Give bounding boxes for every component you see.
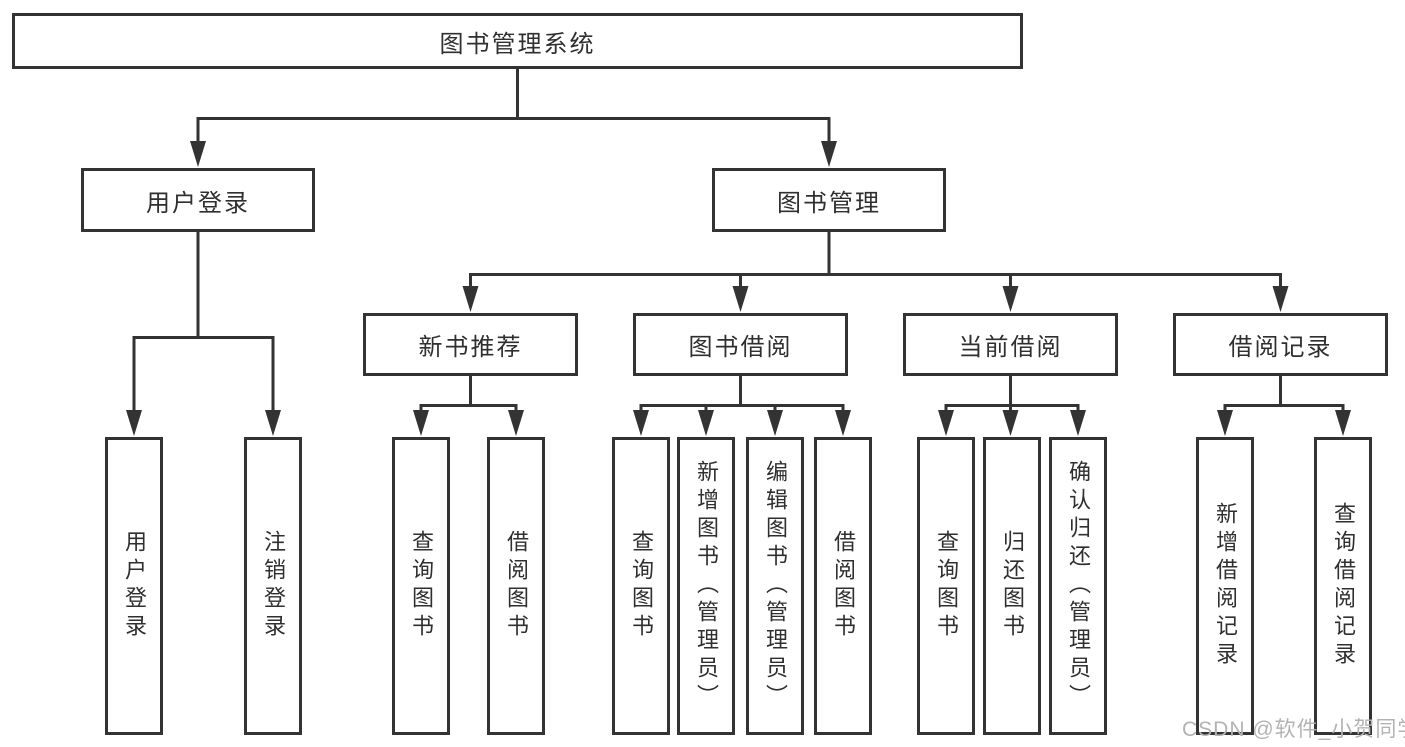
connector-arrowhead: [1002, 410, 1019, 436]
leaf-add-books-admin: 新增图书（管理员）: [677, 437, 735, 735]
connector-arrowhead: [698, 410, 714, 436]
connector: [1223, 404, 1345, 412]
node-user-login: 用户登录: [81, 168, 315, 232]
connector-arrowhead: [835, 410, 851, 436]
leaf-logout: 注销登录: [244, 437, 302, 735]
connector-arrowhead: [1070, 410, 1086, 436]
connector: [639, 404, 845, 412]
leaf-user-login: 用户登录: [105, 437, 163, 735]
connector-arrowhead: [821, 141, 837, 167]
connector-arrowhead: [126, 410, 142, 436]
node-borrow-records: 借阅记录: [1173, 313, 1388, 376]
leaf-add-borrow-record: 新增借阅记录: [1196, 437, 1254, 735]
connector-arrowhead: [265, 410, 281, 436]
connector-arrowhead: [732, 286, 749, 312]
connector: [132, 336, 275, 412]
connector-arrowhead: [1272, 286, 1289, 312]
node-current-borrowing: 当前借阅: [903, 313, 1118, 376]
csdn-watermark: CSDN @软件_小贺同学: [1182, 718, 1405, 741]
leaf-borrow-books-recommend: 借阅图书: [487, 437, 545, 735]
connector-arrowhead: [508, 410, 524, 436]
connector-arrowhead: [190, 141, 206, 167]
node-book-borrowing: 图书借阅: [633, 313, 848, 376]
leaf-query-books-current: 查询图书: [917, 437, 975, 735]
connector: [944, 404, 1080, 412]
leaf-query-books-borrowing: 查询图书: [612, 437, 670, 735]
connector: [419, 404, 518, 412]
node-new-book-recommend: 新书推荐: [363, 313, 578, 376]
connector: [469, 273, 1282, 288]
connector-arrowhead: [462, 286, 479, 312]
leaf-confirm-return-admin: 确认归还（管理员）: [1049, 437, 1107, 735]
node-book-management: 图书管理: [712, 168, 946, 232]
leaf-query-books-recommend: 查询图书: [392, 437, 450, 735]
leaf-borrow-books-borrowing: 借阅图书: [814, 437, 872, 735]
connector-arrowhead: [767, 410, 783, 436]
leaf-query-borrow-record: 查询借阅记录: [1314, 437, 1372, 735]
connector-arrowhead: [1217, 410, 1233, 436]
leaf-return-books: 归还图书: [983, 437, 1041, 735]
node-library-management-system: 图书管理系统: [12, 13, 1023, 69]
connector-arrowhead: [938, 410, 954, 436]
connector-arrowhead: [1335, 410, 1351, 436]
leaf-edit-books-admin: 编辑图书（管理员）: [746, 437, 804, 735]
connector-arrowhead: [413, 410, 429, 436]
connector: [196, 117, 831, 143]
connector-arrowhead: [1002, 286, 1019, 312]
connector-arrowhead: [633, 410, 649, 436]
